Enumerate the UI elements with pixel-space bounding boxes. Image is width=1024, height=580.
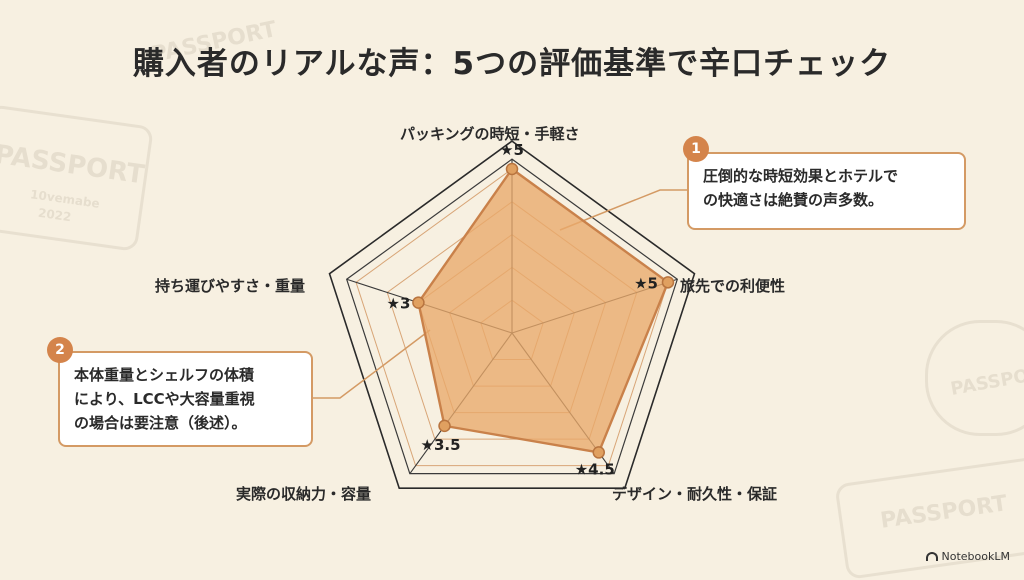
radar-value-label: ★3	[387, 295, 411, 313]
radar-data	[412, 162, 675, 459]
callout-1-line-1: 圧倒的な時短効果とホテルで	[703, 167, 899, 185]
callout-2-line-1: 本体重量とシェルフの体積	[74, 366, 255, 384]
radar-data-area	[417, 167, 670, 454]
notebooklm-logo-text: NotebookLM	[941, 550, 1010, 563]
axis-label-design: デザイン・耐久性・保証	[612, 485, 778, 503]
radar-point	[438, 419, 451, 433]
radar-frame-inner	[345, 158, 679, 475]
callout-1-line-2: の快適さは絶賛の声多数。	[703, 191, 884, 209]
page-title: 購入者のリアルな声：5つの評価基準で辛口チェック	[132, 46, 892, 82]
radar-outer-frame	[328, 140, 696, 490]
callout-2-line-2: により、LCCや大容量重視	[74, 390, 255, 408]
axis-label-weight: 持ち運びやすさ・重量	[155, 277, 306, 295]
callout-2: 本体重量とシェルフの体積 により、LCCや大容量重視 の場合は要注意（後述）。	[58, 351, 313, 447]
callout-2-line-3: の場合は要注意（後述）。	[74, 414, 247, 432]
radar-value-label: ★3.5	[421, 436, 461, 454]
axis-label-capacity: 実際の収納力・容量	[236, 485, 372, 503]
notebooklm-icon	[925, 552, 938, 561]
notebooklm-logo: NotebookLM	[925, 550, 1010, 563]
radar-value-label: ★5	[500, 141, 524, 159]
radar-point	[592, 446, 606, 459]
radar-value-label: ★5	[634, 274, 658, 292]
callout-1-connector	[559, 189, 687, 231]
radar-point	[412, 296, 425, 309]
callout-1: 圧倒的な時短効果とホテルで の快適さは絶賛の声多数。	[687, 152, 966, 230]
callout-connectors	[313, 189, 687, 399]
radar-point	[661, 276, 675, 289]
axis-label-convenience: 旅先での利便性	[680, 277, 786, 295]
radar-value-labels: ★5 ★5 ★4.5 ★3.5 ★3	[387, 141, 658, 478]
radar-value-label: ★4.5	[575, 460, 615, 478]
axis-label-packing: パッキングの時短・手軽さ	[400, 125, 580, 143]
callout-2-badge: 2	[47, 337, 73, 363]
radar-point	[505, 162, 519, 176]
callout-1-badge: 1	[683, 136, 709, 162]
callout-2-connector	[313, 329, 431, 399]
